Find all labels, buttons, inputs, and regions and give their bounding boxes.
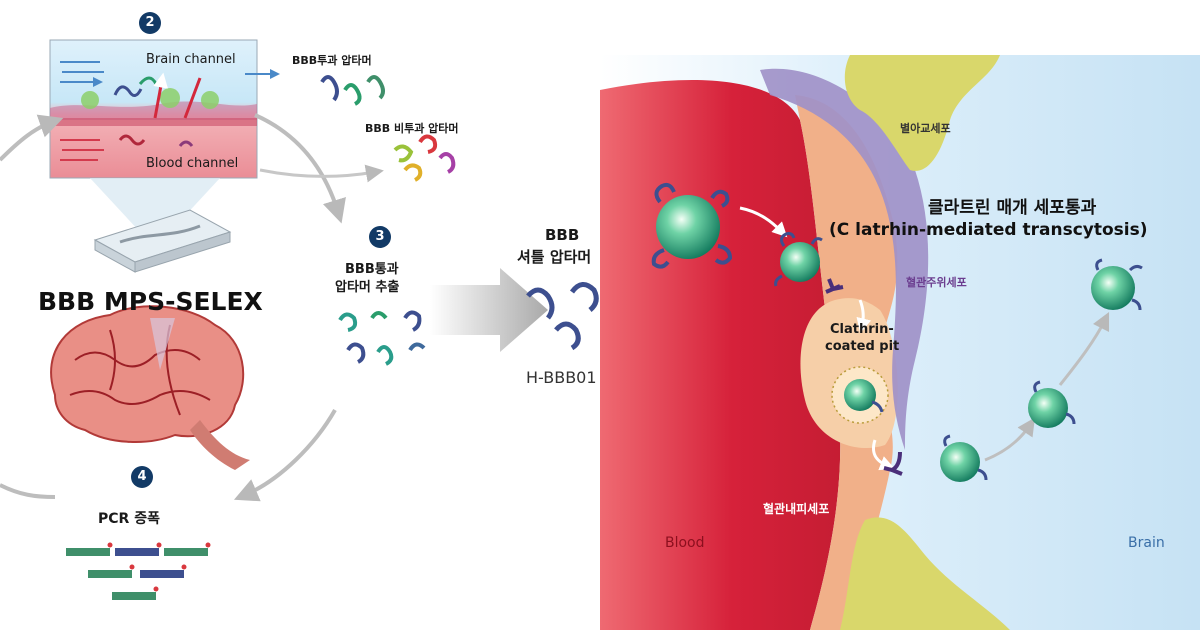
cycle-arrows (0, 113, 384, 502)
shuttle-label-line1: BBB (545, 226, 580, 244)
aptamer-name-label: H-BBB01 (526, 368, 597, 387)
transcytosis-arrows (739, 206, 1110, 471)
blood-channel-label: Blood channel (146, 156, 239, 171)
brain-label: Brain (1128, 535, 1165, 551)
nanoparticle-brain-2 (1028, 380, 1076, 428)
big-transfer-arrow (430, 268, 548, 352)
receptor-2 (883, 451, 903, 476)
receptor-1 (825, 278, 844, 294)
nanoparticle-vesicle (831, 366, 889, 424)
shuttle-aptamers (526, 282, 599, 351)
nanoparticle-vessel (774, 232, 823, 287)
nanoparticle-brain-3 (1091, 258, 1143, 311)
blood-label: Blood (665, 535, 705, 551)
shuttle-label-line2: 셔틀 압타머 (517, 248, 592, 266)
endothelial-label: 혈관내피세포 (763, 502, 830, 516)
clathrin-pit-label-line2: coated pit (825, 339, 900, 354)
brain-channel-label: Brain channel (146, 52, 236, 67)
transcytosis-title-en: (C latrhin-mediated transcytosis) (829, 220, 1148, 240)
step-badge-2: 2 (139, 12, 161, 34)
non-passing-aptamers (393, 134, 456, 182)
passing-aptamer-label: BBB투과 압타머 (292, 54, 372, 67)
astrocyte-top (844, 55, 1000, 171)
step-badge-4: 4 (131, 466, 153, 488)
method-title: BBB MPS-SELEX (38, 287, 263, 316)
transcytosis-title-ko: 클라트린 매개 세포통과 (928, 198, 1097, 218)
microfluidic-chip-detail (49, 39, 258, 179)
nanoparticle-large (651, 182, 733, 269)
passing-aptamers (320, 75, 385, 106)
non-passing-aptamer-label: BBB 비투과 압타머 (365, 122, 459, 135)
pericyte-label: 혈관주위세포 (906, 276, 967, 289)
zoom-beam (90, 178, 220, 232)
nanoparticle-brain-1 (940, 434, 988, 482)
astrocyte-label: 별아교세포 (900, 122, 951, 135)
chip-device (93, 209, 232, 273)
pcr-label: PCR 증폭 (98, 511, 160, 527)
clathrin-pit-label-line1: Clathrin- (830, 322, 894, 337)
extract-label-line1: BBB통과 (345, 262, 399, 277)
step-badge-3: 3 (369, 226, 391, 248)
pcr-products (66, 542, 211, 600)
extracted-aptamers (338, 310, 426, 366)
extract-label-line2: 압타머 추출 (335, 280, 400, 295)
brain-illustration (50, 305, 250, 470)
astrocyte-bottom (840, 517, 1010, 630)
pericyte-cell (760, 68, 929, 450)
